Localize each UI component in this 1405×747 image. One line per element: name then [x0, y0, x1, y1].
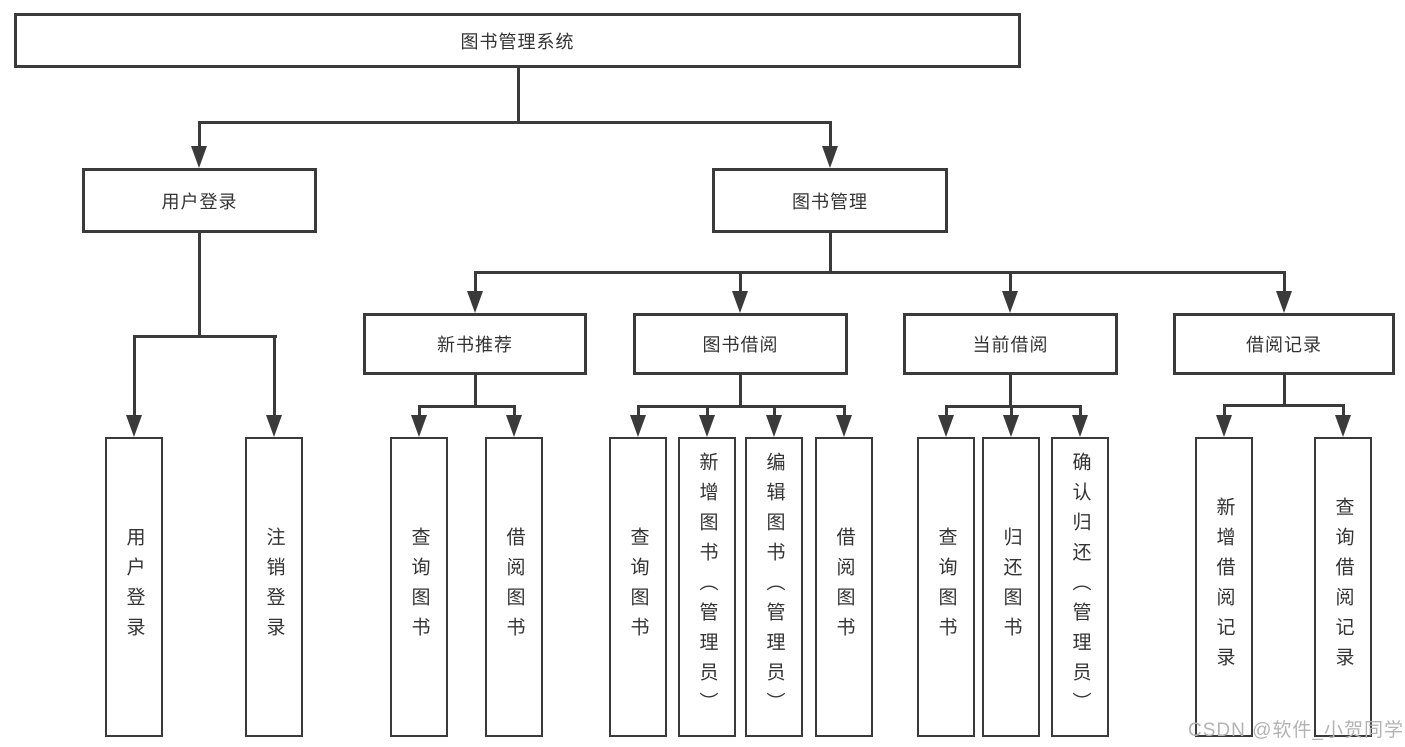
connector-line [828, 233, 832, 274]
node-return-books: 归还图书 [982, 437, 1040, 737]
arrow-down-icon [836, 415, 852, 437]
node-label: 借阅记录 [1246, 335, 1322, 355]
node-new-book-recommendation: 新书推荐 [363, 313, 587, 375]
arrow-down-icon [766, 415, 782, 437]
connector-line [1222, 405, 1226, 417]
node-book-borrowing: 图书借阅 [633, 313, 848, 375]
node-label: 图书管理 [792, 191, 868, 212]
node-add-borrow-record: 新增借阅记录 [1195, 437, 1253, 737]
arrow-down-icon [1276, 291, 1292, 313]
connector-line [1008, 375, 1012, 407]
node-query-borrow-record: 查询借阅记录 [1314, 437, 1372, 737]
connector-line [473, 272, 477, 293]
node-label: 图书借阅 [702, 335, 779, 355]
arrow-down-icon [411, 415, 427, 437]
arrow-down-icon [822, 146, 838, 168]
node-label: 编辑图书（管理员） [763, 452, 785, 722]
node-query-books-borrowing: 查询图书 [609, 437, 667, 737]
connector-line [473, 270, 1286, 274]
connector-line [132, 336, 136, 417]
connector-line [636, 404, 846, 408]
connector-line [738, 272, 742, 293]
connector-line [132, 334, 277, 338]
connector-line [417, 404, 516, 408]
arrow-down-icon [467, 291, 483, 313]
connector-line [1282, 272, 1286, 293]
node-label: 查询图书 [935, 527, 957, 647]
node-borrow-books-recommend: 借阅图书 [485, 437, 543, 737]
node-label: 借阅图书 [503, 527, 525, 647]
connector-line [417, 406, 421, 417]
arrow-down-icon [506, 415, 522, 437]
connector-line [842, 406, 846, 417]
node-label: 借阅图书 [833, 527, 855, 647]
connector-line [772, 406, 776, 417]
node-label: 确认归还（管理员） [1069, 452, 1091, 722]
connector-line [1008, 272, 1012, 293]
node-label: 归还图书 [1000, 527, 1022, 647]
node-label: 用户登录 [123, 527, 145, 647]
arrow-down-icon [126, 415, 142, 437]
node-user-login: 用户登录 [82, 168, 317, 233]
node-book-management: 图书管理 [712, 168, 948, 233]
node-label: 查询借阅记录 [1332, 497, 1354, 677]
connector-line [272, 336, 276, 417]
node-label: 图书管理系统 [460, 31, 575, 52]
connector-line [197, 122, 201, 150]
node-add-books-admin: 新增图书（管理员） [678, 437, 736, 737]
arrow-down-icon [1003, 415, 1019, 437]
connector-line [197, 233, 201, 338]
connector-line [828, 122, 832, 150]
node-label: 新增图书（管理员） [696, 452, 718, 722]
node-label: 注销登录 [263, 527, 285, 647]
node-borrowing-records: 借阅记录 [1173, 313, 1395, 375]
arrow-down-icon [266, 415, 282, 437]
arrow-down-icon [699, 415, 715, 437]
connector-line [1222, 403, 1345, 407]
arrow-down-icon [630, 415, 646, 437]
node-confirm-return-admin: 确认归还（管理员） [1051, 437, 1109, 737]
node-library-management-system: 图书管理系统 [14, 13, 1021, 68]
node-borrow-books-borrowing: 借阅图书 [815, 437, 873, 737]
arrow-down-icon [1216, 415, 1232, 437]
arrow-down-icon [1072, 415, 1088, 437]
node-label: 查询图书 [627, 527, 649, 647]
node-label: 新书推荐 [437, 335, 513, 355]
arrow-down-icon [1002, 291, 1018, 313]
connector-line [738, 375, 742, 407]
node-edit-books-admin: 编辑图书（管理员） [745, 437, 803, 737]
node-label: 查询图书 [408, 527, 430, 647]
connector-line [636, 406, 640, 417]
connector-line [1009, 406, 1013, 417]
connector-line [1078, 406, 1082, 417]
connector-line [944, 404, 1082, 408]
connector-line [1282, 375, 1286, 407]
connector-line [944, 406, 948, 417]
node-query-books-current: 查询图书 [917, 437, 975, 737]
arrow-down-icon [191, 146, 207, 168]
node-label: 用户登录 [161, 191, 238, 212]
csdn-watermark: CSDN @软件_小贺同学 [1188, 720, 1404, 741]
node-label: 当前借阅 [972, 335, 1049, 355]
arrow-down-icon [1335, 415, 1351, 437]
node-logout-action: 注销登录 [245, 437, 303, 737]
node-user-login-action: 用户登录 [105, 437, 163, 737]
connector-line [705, 406, 709, 417]
connector-line [512, 406, 516, 417]
connector-line [473, 375, 477, 407]
connector-line [516, 68, 520, 124]
connector-line [197, 120, 832, 124]
connector-line [1341, 405, 1345, 417]
node-query-books-recommend: 查询图书 [390, 437, 448, 737]
arrow-down-icon [938, 415, 954, 437]
arrow-down-icon [732, 291, 748, 313]
node-label: 新增借阅记录 [1213, 497, 1235, 677]
node-current-borrowing: 当前借阅 [903, 313, 1118, 375]
